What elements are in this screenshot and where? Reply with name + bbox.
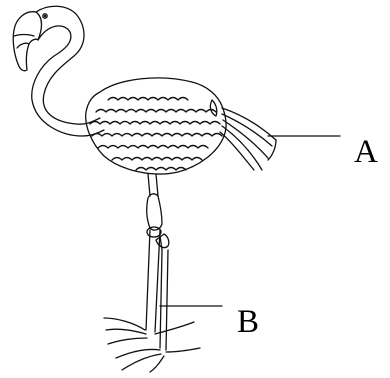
tail-feathers-icon: [220, 108, 276, 170]
label-b: B: [237, 306, 259, 339]
neck-icon: [32, 6, 104, 136]
label-a: A: [354, 136, 378, 169]
head-beak-icon: [13, 12, 47, 71]
legs-icon: [104, 174, 200, 372]
body-feathers-icon: [86, 78, 226, 174]
